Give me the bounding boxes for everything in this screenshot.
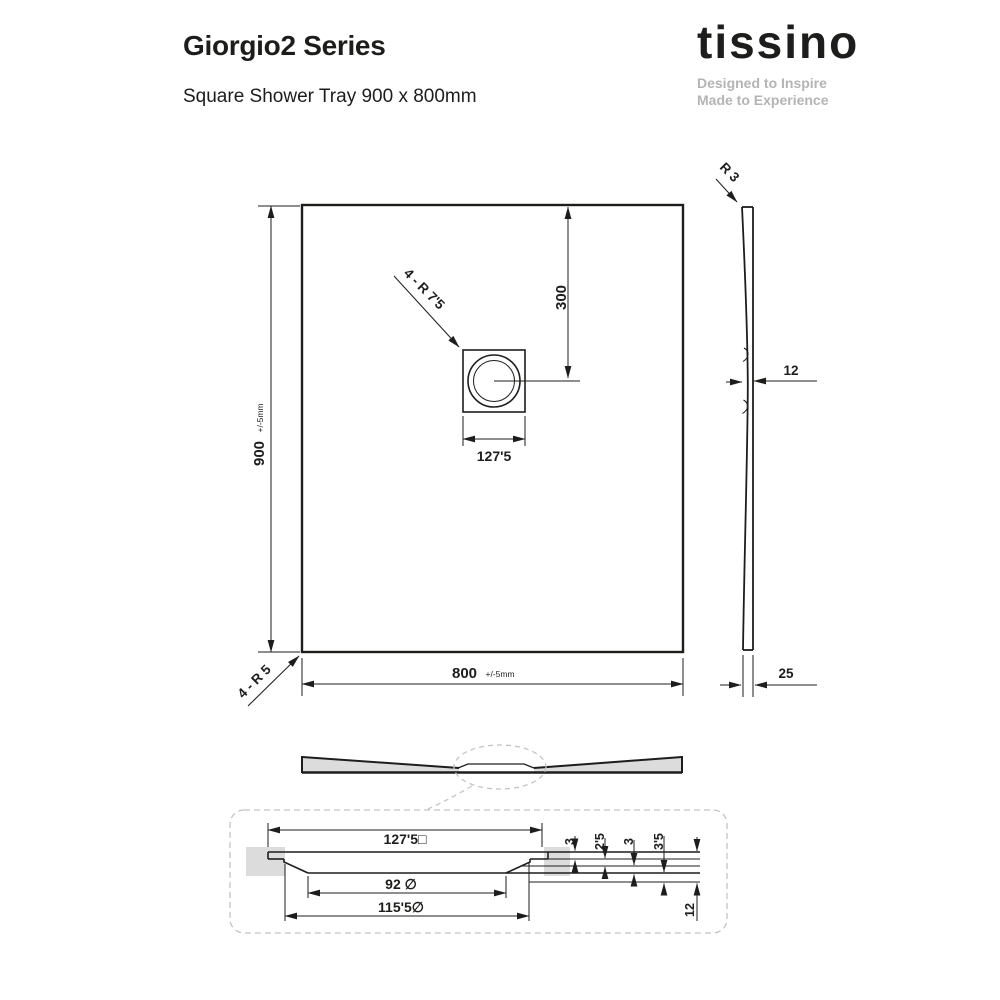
dim-step2-label: 2'5 — [593, 833, 607, 850]
dim-outer-diameter-label: 115'5∅ — [378, 899, 424, 915]
detail-border — [229, 809, 728, 934]
leader-top-radius-label: R 3 — [717, 160, 743, 186]
dim-plate-square-label: 127'5□ — [384, 831, 427, 847]
dim-width-800: 800 +/-5mm — [301, 658, 684, 696]
break-mark-bottom — [742, 399, 748, 414]
dim-drain-width: 127'5 — [462, 416, 526, 464]
dim-drain-offset-300: 300 — [553, 206, 572, 379]
dim-step4: 3'5 — [652, 833, 668, 896]
dim-center-thickness-label: 12 — [783, 363, 798, 378]
dim-outer-diameter: 115'5∅ — [284, 862, 530, 921]
detail-callout-leader — [427, 785, 473, 810]
side-view: R 3 12 25 — [715, 160, 817, 697]
leader-drain-radius-label: 4 - R 7'5 — [401, 266, 448, 313]
drain-plan — [462, 349, 580, 413]
dim-inner-diameter: 92 ∅ — [307, 876, 507, 898]
brand-tagline: Designed to Inspire Made to Experience — [697, 75, 859, 109]
detail-callout-circle — [453, 744, 547, 790]
leader-corner-radius: 4 - R 5 — [235, 655, 300, 707]
brand-block: tissino Designed to Inspire Made to Expe… — [697, 18, 859, 109]
detail-view: 127'5□ 92 ∅ 115'5∅ 3 — [229, 809, 728, 934]
leader-drain-radius: 4 - R 7'5 — [393, 266, 460, 348]
plan-view: 900 +/-5mm 800 +/-5mm 300 — [235, 203, 685, 707]
detail-profile — [267, 851, 700, 874]
leader-top-radius: R 3 — [715, 160, 743, 203]
dim-height-label: 900 +/-5mm — [251, 403, 268, 466]
tray-outline — [300, 203, 685, 654]
side-profile — [741, 206, 754, 651]
dim-step1: 3 — [563, 836, 579, 873]
dim-step3: 3 — [622, 838, 638, 887]
section-drain-recess — [457, 763, 535, 769]
dim-drain-width-label: 127'5 — [477, 448, 512, 464]
break-mark-top — [742, 347, 749, 362]
dim-center-thickness: 12 — [726, 363, 817, 386]
dim-width-label: 800 +/-5mm — [452, 665, 515, 682]
title-block: Giorgio2 Series Square Shower Tray 900 x… — [183, 30, 477, 108]
dim-edge-thickness-label: 25 — [778, 666, 794, 681]
page-subtitle: Square Shower Tray 900 x 800mm — [183, 86, 477, 107]
page-title: Giorgio2 Series — [183, 30, 386, 61]
dim-plate-square: 127'5□ — [267, 823, 543, 847]
dim-step3-label: 3 — [622, 838, 636, 845]
dim-edge-thickness: 25 — [720, 655, 817, 697]
leader-corner-radius-label: 4 - R 5 — [235, 662, 275, 702]
dim-step2: 2'5 — [593, 833, 609, 879]
brand-logo: tissino — [697, 16, 860, 68]
dim-step1-label: 3 — [563, 838, 577, 845]
cross-section — [301, 744, 683, 810]
dim-step4-label: 3'5 — [652, 833, 666, 850]
dim-height-900: 900 +/-5mm — [251, 205, 300, 653]
brand-tagline-line1: Designed to Inspire — [697, 75, 827, 91]
dim-total-depth-label: 12 — [683, 903, 697, 917]
brand-tagline-line2: Made to Experience — [697, 92, 829, 108]
dim-total-depth: 12 — [683, 837, 701, 921]
detail-level-lines — [521, 858, 700, 883]
dim-drain-offset-label: 300 — [553, 285, 570, 310]
dim-inner-diameter-label: 92 ∅ — [385, 876, 417, 892]
